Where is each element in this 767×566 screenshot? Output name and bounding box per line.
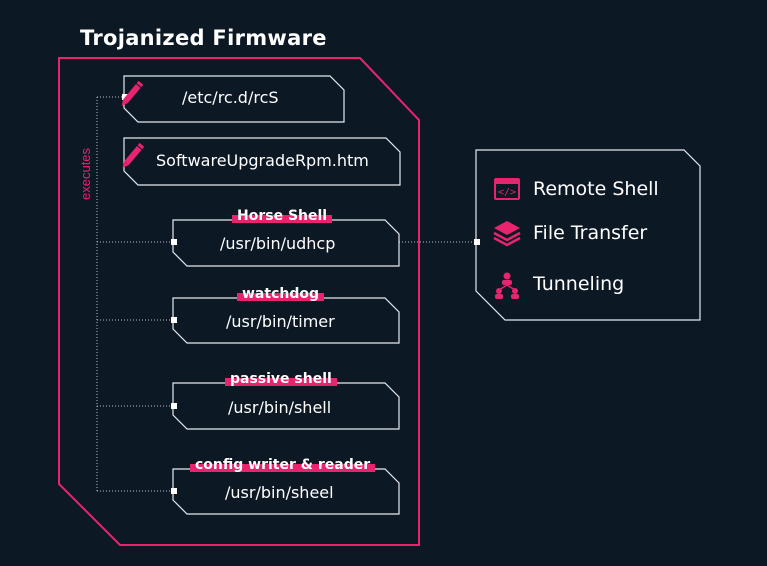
file-path-rcs: /etc/rc.d/rcS: [182, 88, 279, 107]
capability-tunneling: Tunneling: [533, 273, 625, 295]
file-node-rcs: [123, 75, 345, 123]
tag-horse-shell: Horse Shell: [232, 208, 333, 224]
capability-file-transfer: File Transfer: [533, 222, 648, 244]
port-capabilities: [474, 239, 480, 245]
port-sheel: [171, 488, 177, 494]
pencil-icon: [122, 142, 145, 168]
exec-node-udhcp: [172, 219, 400, 267]
firmware-container: [58, 57, 420, 546]
exec-path-sheel: /usr/bin/sheel: [225, 483, 334, 502]
tag-passive-shell: passive shell: [225, 371, 337, 387]
port-timer: [171, 317, 177, 323]
exec-path-timer: /usr/bin/timer: [226, 312, 335, 331]
exec-node-sheel: [172, 468, 400, 515]
diagram-title: Trojanized Firmware: [80, 26, 327, 50]
tag-config-writer-reader: config writer & reader: [190, 457, 376, 473]
executes-label: executes: [78, 147, 93, 200]
layers-icon: [493, 221, 521, 247]
exec-path-udhcp: /usr/bin/udhcp: [220, 234, 336, 253]
pencil-icon: [121, 80, 144, 106]
file-path-softwareupgrade: SoftwareUpgradeRpm.htm: [156, 151, 369, 170]
port-shell: [171, 403, 177, 409]
svg-text:</>: </>: [498, 187, 516, 198]
exec-path-shell: /usr/bin/shell: [228, 398, 332, 417]
file-node-softwareupgrade: [123, 137, 401, 186]
code-window-icon: </>: [494, 178, 520, 200]
port-udhcp: [171, 239, 177, 245]
exec-node-timer: [172, 297, 400, 344]
capabilities-box: [475, 149, 701, 321]
exec-node-shell: [172, 382, 400, 430]
port-rcs: [122, 94, 128, 100]
network-people-icon: [495, 272, 519, 299]
capability-remote-shell: Remote Shell: [533, 178, 659, 200]
tag-watchdog: watchdog: [237, 286, 324, 302]
